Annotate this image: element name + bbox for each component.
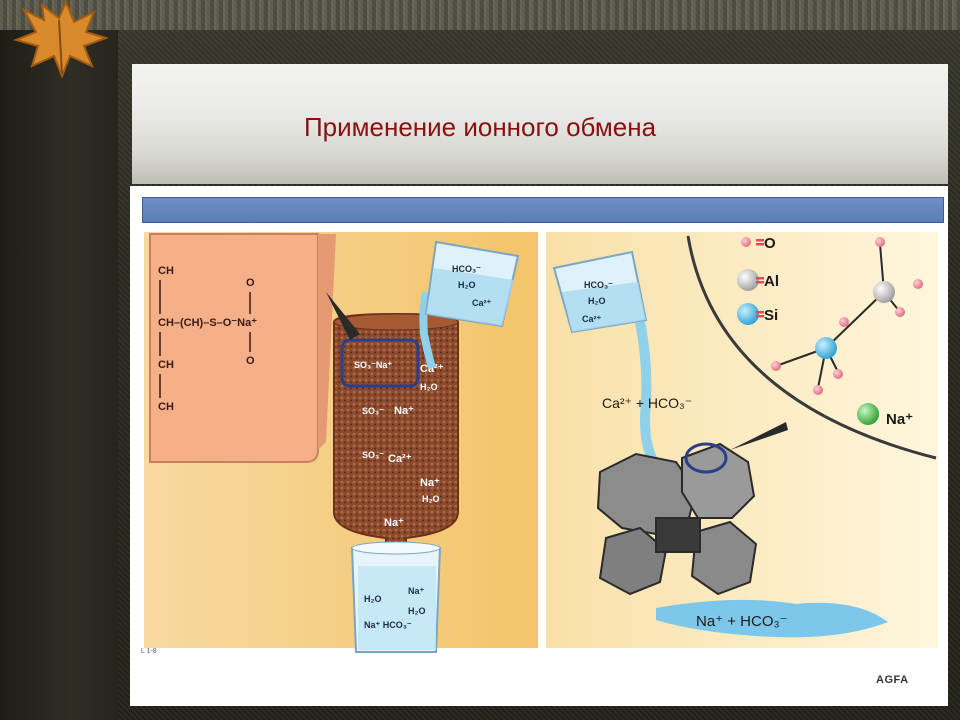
pointer-arrow-right [730, 422, 788, 450]
silicon-atom-icon [737, 303, 759, 325]
output-beaker [350, 541, 442, 653]
resin-formula-line-4: CH [158, 401, 174, 413]
output-beaker-label-1: H₂O [364, 594, 382, 604]
illustration-header-bar [142, 197, 944, 223]
aluminum-atom-icon [737, 269, 759, 291]
zeolite-beaker-label-2: H₂O [588, 296, 606, 306]
zeolite-beaker [552, 250, 648, 334]
ion-exchange-illustration: CH CH–(CH)–S–O⁻Na⁺ CH CH O O SO₃⁻Na⁺ Ca²… [144, 232, 938, 653]
decorative-top-strip [0, 0, 960, 30]
output-stream [656, 599, 888, 638]
oxygen-atom-icon [741, 237, 751, 247]
input-beaker-label-1: HCO₃⁻ [452, 264, 481, 274]
column-label-7: Ca²⁺ [388, 453, 412, 465]
input-beaker-label-2: H₂O [458, 280, 476, 290]
zeolite-beaker-label-3: Ca²⁺ [582, 314, 602, 324]
input-beaker-label-3: Ca²⁺ [472, 298, 492, 308]
column-label-8: Na⁺ [420, 477, 440, 489]
pointer-arrow-left [326, 292, 360, 340]
column-label-5: Na⁺ [394, 405, 414, 417]
title-panel [132, 64, 948, 184]
zeolite-site-highlight [684, 442, 728, 474]
agfa-logo: AGFA [876, 674, 909, 686]
autumn-leaf-icon [12, 0, 110, 79]
lattice-boundary-arc [686, 235, 937, 460]
column-label-10: Na⁺ [384, 517, 404, 529]
resin-formula-card [149, 233, 336, 463]
atom-legend [737, 237, 759, 325]
column-label-4: SO₃⁻ [362, 406, 384, 416]
column-ion-labels: SO₃⁻Na⁺ Ca²⁺ H₂O SO₃⁻ Na⁺ SO₃⁻ Ca²⁺ Na⁺ … [354, 360, 444, 529]
resin-oxygen-bottom: O [246, 355, 255, 367]
output-beaker-label-4: Na⁺ HCO₃⁻ [364, 620, 412, 630]
sodium-atom-icon [857, 403, 879, 425]
output-beaker-label-2: Na⁺ [408, 586, 425, 596]
sodium-label: Na⁺ [886, 411, 913, 428]
resin-formula-line-2: CH–(CH)–S–O⁻Na⁺ [158, 317, 257, 329]
input-beaker-left [424, 240, 520, 328]
column-label-6: SO₃⁻ [362, 450, 384, 460]
slide-title: Применение ионного обмена [303, 112, 657, 142]
legend-silicon: Si [764, 307, 778, 324]
column-label-3: H₂O [420, 382, 438, 392]
output-beaker-label-3: H₂O [408, 606, 426, 616]
figure-id: L 1-8 [141, 648, 157, 655]
zeolite-input-label: Ca²⁺ + HCO₃⁻ [602, 395, 692, 411]
resin-oxygen-top: O [246, 277, 255, 289]
column-label-1: SO₃⁻Na⁺ [354, 360, 392, 370]
zeolite-beaker-label-1: HCO₃⁻ [584, 280, 613, 290]
column-label-9: H₂O [422, 494, 440, 504]
resin-formula-line-1: CH [158, 265, 174, 277]
decorative-left-band [0, 30, 118, 720]
legend-oxygen: O [764, 235, 776, 252]
legend-aluminum: Al [764, 273, 779, 290]
column-label-2: Ca²⁺ [420, 363, 444, 375]
exchange-site-highlight [340, 338, 420, 388]
zeolite-output-label: Na⁺ + HCO₃⁻ [696, 613, 788, 630]
ion-exchange-column [333, 312, 459, 549]
resin-formula-line-3: CH [158, 359, 174, 371]
zeolite-crystal [596, 442, 758, 596]
